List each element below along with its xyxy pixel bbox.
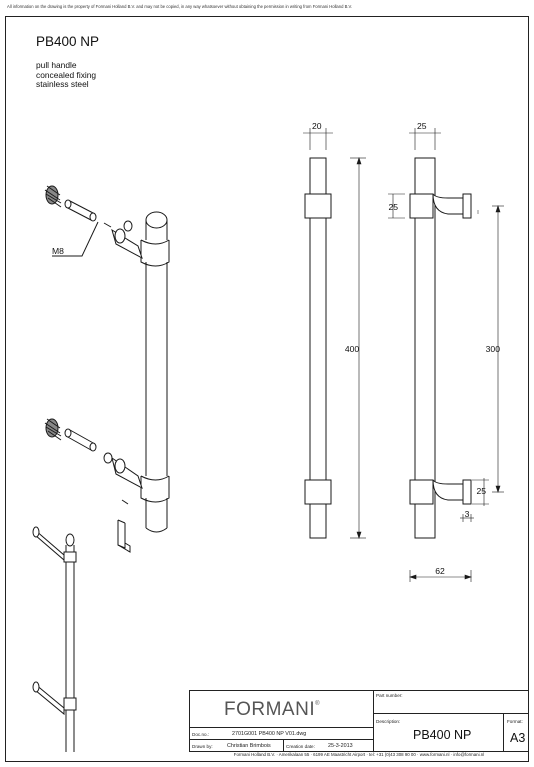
top-screw	[44, 185, 62, 208]
spec-line-material: stainless steel	[36, 79, 89, 90]
format-value: A3	[510, 731, 526, 745]
disclaimer-text: All information on the drawing is the pr…	[7, 4, 353, 9]
allen-key-icon	[117, 499, 131, 553]
spec-line-fixing: concealed fixing	[36, 69, 97, 80]
dim-top-foot: 25	[388, 202, 398, 212]
drawn-by-label: Drawn by:	[192, 744, 213, 749]
top-fixing-parts	[44, 185, 143, 260]
drawn-by-value: Christian Brimbois	[227, 743, 271, 749]
logo-cell: FORMANI®	[189, 690, 374, 728]
description-label: Description:	[376, 719, 401, 724]
bottom-screw	[44, 418, 62, 441]
bottom-fixing-parts	[44, 418, 143, 490]
company-address: Formani Holland B.V. · Amerikalaan 55 · …	[233, 752, 485, 757]
spec-line-type: pull handle	[36, 60, 77, 70]
drawn-by-cell: Drawn by: Christian Brimbois	[189, 739, 284, 752]
front-view	[304, 157, 332, 539]
format-label: Format:	[507, 719, 523, 724]
creation-date-cell: Creation date: 25-3-2013	[283, 739, 374, 752]
creation-date-label: Creation date:	[286, 744, 315, 749]
dim-foot-gap: 3	[465, 509, 470, 519]
dim-projection: 62	[435, 566, 445, 576]
dim-bottom-foot: 25	[476, 486, 486, 496]
dimension-lines	[303, 128, 504, 582]
dimension-labels: 20 25 400 300 25 25 3 62 M8	[52, 121, 500, 576]
product-specs: pull handle concealed fixing stainless s…	[36, 60, 97, 90]
part-number-label: Part number:	[376, 693, 403, 698]
exploded-view	[44, 185, 170, 553]
dim-overall-length: 400	[345, 344, 360, 354]
thread-label: M8	[52, 246, 64, 256]
m8-leader-line	[52, 221, 99, 257]
description-value: PB400 NP	[413, 728, 472, 742]
product-title: PB400 NP	[36, 34, 100, 49]
doc-number-label: Doc.no.:	[192, 732, 210, 737]
title-block: FORMANI® Part number: Description: PB400…	[189, 690, 529, 762]
part-number-cell: Part number:	[373, 690, 529, 714]
creation-date-value: 25-3-2013	[328, 743, 353, 749]
doc-number-value: 2701G001 PB400 NP V01.dwg	[232, 731, 307, 737]
dim-center-to-center: 300	[486, 344, 501, 354]
perspective-view	[32, 526, 77, 752]
format-cell: Format:	[503, 713, 529, 752]
side-view	[409, 157, 479, 539]
company-logo: FORMANI®	[224, 699, 321, 720]
handle-bar-3d	[140, 211, 170, 533]
dim-side-width: 25	[417, 121, 427, 131]
drawing-frame	[5, 16, 529, 762]
dim-front-width: 20	[312, 121, 322, 131]
